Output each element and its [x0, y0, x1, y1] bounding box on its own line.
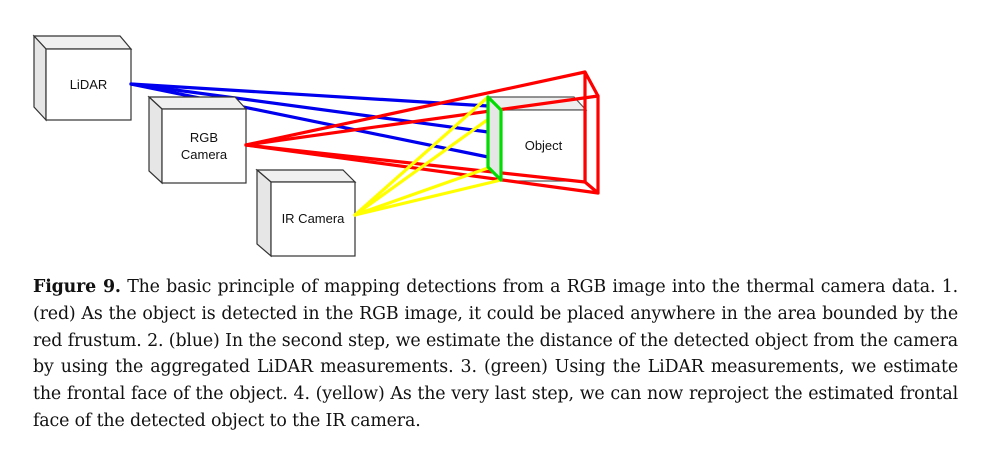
- rgb-camera-label-line1: RGB: [190, 130, 218, 145]
- figure-label: Figure 9.: [33, 277, 121, 297]
- object-label: Object: [525, 138, 563, 153]
- sensor-fusion-diagram: LiDAR Object RGB Camera IR Camera: [32, 34, 600, 258]
- yellow-ray-3: [353, 166, 490, 217]
- ir-camera-box: IR Camera: [255, 168, 357, 258]
- figure-caption: Figure 9. The basic principle of mapping…: [33, 274, 958, 435]
- blue-ray-2: [129, 82, 490, 134]
- caption-text: The basic principle of mapping detection…: [33, 277, 958, 431]
- blue-ray-3: [129, 82, 490, 159]
- red-ray-top-front: [244, 94, 600, 147]
- yellow-ray-2: [353, 108, 503, 217]
- red-frustum: [244, 70, 600, 195]
- lidar-label: LiDAR: [70, 77, 108, 92]
- rgb-camera-box: RGB Camera: [147, 95, 248, 185]
- red-far-face: [583, 70, 600, 195]
- yellow-ir-rays: [353, 95, 503, 217]
- yellow-ray-4: [353, 178, 503, 217]
- red-ray-bottom-front: [244, 143, 600, 195]
- ir-camera-label: IR Camera: [282, 211, 346, 226]
- green-frontal-face: [486, 95, 503, 182]
- yellow-ray-1: [353, 95, 490, 217]
- blue-lidar-rays: [129, 82, 490, 159]
- rgb-camera-label-line2: Camera: [181, 147, 228, 162]
- red-ray-top-back: [244, 70, 587, 147]
- blue-ray-1: [129, 82, 490, 108]
- lidar-box: LiDAR: [32, 34, 133, 122]
